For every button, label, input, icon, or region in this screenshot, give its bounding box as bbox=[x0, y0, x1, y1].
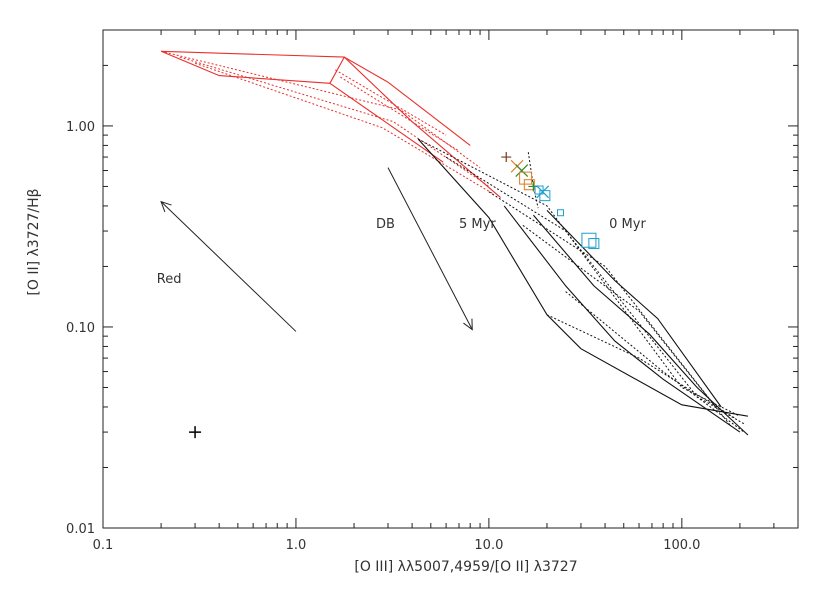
db-vector-head bbox=[463, 318, 473, 331]
black-grid-dotted-track bbox=[417, 138, 741, 417]
x-axis-label: [O III] λλ5007,4959/[O II] λ3727 bbox=[354, 559, 577, 575]
y-tick-label: 1.00 bbox=[66, 120, 95, 135]
data-point-square bbox=[556, 209, 564, 217]
axis-ticks bbox=[102, 29, 799, 529]
red-grid-dotted-track bbox=[340, 76, 460, 152]
red-grid-dotted-track bbox=[160, 50, 481, 169]
data-point-square bbox=[539, 190, 551, 202]
red-grid-dotted-track bbox=[179, 56, 490, 187]
data-point-plus bbox=[501, 152, 512, 163]
data-point-square bbox=[534, 185, 544, 195]
axes-frame bbox=[102, 29, 799, 529]
data-points bbox=[189, 152, 600, 439]
red-vector-head bbox=[160, 200, 172, 213]
x-tick-label: 0.1 bbox=[93, 538, 114, 553]
red-grid-solid-track bbox=[161, 50, 501, 199]
red-grid-dotted-track bbox=[335, 69, 447, 136]
red-grid-solid-track bbox=[329, 56, 471, 146]
black-grid-solid-track bbox=[532, 214, 749, 436]
red-grid-dotted-track bbox=[194, 62, 494, 195]
model-grids bbox=[160, 50, 749, 436]
black-grid-dotted-track bbox=[527, 152, 539, 209]
red-vector bbox=[160, 201, 297, 332]
data-point-square bbox=[523, 179, 535, 191]
black-grid-dotted-track bbox=[565, 291, 745, 433]
black-grid-dotted-track bbox=[445, 156, 745, 425]
black-grid-solid-track bbox=[503, 205, 741, 433]
x-tick-label: 100.0 bbox=[663, 538, 700, 553]
black-grid-solid-track bbox=[417, 138, 748, 417]
data-point-cross bbox=[515, 164, 529, 177]
annotations: Red DB 5 Myr 0 Myr bbox=[157, 217, 647, 287]
x-tick-label: 1.0 bbox=[286, 538, 307, 553]
annotation-zero_myr: 0 Myr bbox=[609, 217, 646, 232]
black-grid-dotted-track bbox=[488, 191, 717, 408]
black-grid-dotted-track bbox=[546, 314, 736, 420]
data-point-cross bbox=[536, 185, 550, 199]
y-tick-label: 0.01 bbox=[66, 522, 95, 537]
black-grid-dotted-track bbox=[522, 224, 732, 427]
annotation-db: DB bbox=[376, 217, 395, 232]
data-point-square bbox=[588, 238, 600, 250]
y-tick-label: 0.10 bbox=[66, 321, 95, 336]
vector-arrows bbox=[160, 167, 473, 332]
annotation-five_myr: 5 Myr bbox=[459, 217, 496, 232]
error-bar-marker bbox=[189, 426, 202, 439]
db-vector bbox=[387, 167, 473, 330]
plot-frame bbox=[102, 29, 799, 529]
annotation-red: Red bbox=[157, 272, 182, 287]
y-axis-label: [O II] λ3727/Hβ bbox=[26, 188, 42, 295]
red-grid-solid-track bbox=[160, 50, 444, 163]
black-grid-solid-track bbox=[546, 210, 722, 408]
tick-labels: 0.1 1.0 10.0 100.0 0.01 0.10 1.00 bbox=[66, 120, 700, 553]
data-point-square bbox=[519, 171, 533, 185]
x-tick-label: 10.0 bbox=[474, 538, 503, 553]
